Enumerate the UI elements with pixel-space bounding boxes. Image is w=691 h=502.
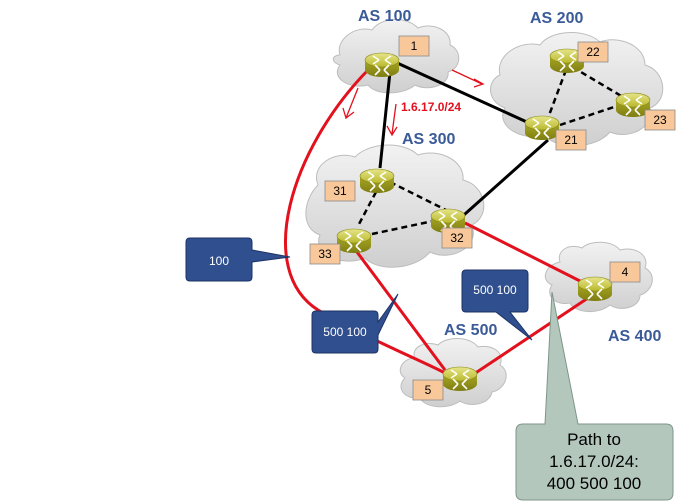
router-31-icon <box>359 168 395 194</box>
as500-label: AS 500 <box>444 322 497 339</box>
as-labels: AS 100 AS 200 AS 300 AS 400 AS 500 <box>358 8 661 345</box>
router-1-label: 1 <box>411 39 418 53</box>
path-line-1: Path to <box>567 430 621 449</box>
link-21-23 <box>559 103 621 127</box>
link-1-31 <box>378 71 392 169</box>
path-line-2: 1.6.17.0/24: <box>549 452 639 471</box>
link-4-5 <box>467 296 589 380</box>
path-callout: Path to 1.6.17.0/24: 400 500 100 <box>515 291 674 501</box>
cloud-as200 <box>490 32 664 147</box>
callout-500100-right-text: 500 100 <box>473 283 517 297</box>
route-arrows <box>342 69 485 137</box>
path-line-3: 400 500 100 <box>547 474 642 493</box>
link-31-32 <box>389 180 447 212</box>
link-1-5 <box>284 68 446 375</box>
callout-500100-left-text: 500 100 <box>323 325 367 339</box>
as100-label: AS 100 <box>358 8 411 25</box>
router-labels: 1 22 23 21 31 32 33 4 5 <box>309 35 676 401</box>
prefix-label: 1.6.17.0/24 <box>401 100 461 114</box>
arrow-right-icon <box>451 69 485 88</box>
arrow-down-icon <box>386 103 398 137</box>
router-21-icon <box>524 115 560 141</box>
router-5-label: 5 <box>425 383 432 397</box>
router-21-label: 21 <box>564 133 578 147</box>
router-23-label: 23 <box>653 113 667 127</box>
callout-100-text: 100 <box>209 254 229 268</box>
callout-100: 100 <box>185 237 291 282</box>
router-31-label: 31 <box>333 184 347 198</box>
link-33-5 <box>352 247 447 371</box>
callout-500100-right: 500 100 <box>461 269 533 341</box>
black-links <box>378 60 549 224</box>
router-4-icon <box>577 276 613 302</box>
as200-label: AS 200 <box>530 10 583 27</box>
link-21-32 <box>455 138 549 224</box>
router-32-label: 32 <box>450 231 464 245</box>
link-33-32 <box>371 218 439 236</box>
callout-500100-left: 500 100 <box>311 293 399 354</box>
as300-label: AS 300 <box>402 131 455 148</box>
router-1-icon <box>364 52 400 78</box>
router-33-icon <box>336 228 372 254</box>
router-33-label: 33 <box>318 247 332 261</box>
link-22-21 <box>546 69 568 119</box>
router-22-label: 22 <box>586 45 600 59</box>
red-links <box>284 68 589 380</box>
router-4-label: 4 <box>622 265 629 279</box>
arrow-down-left-icon <box>342 87 359 120</box>
link-1-21 <box>394 60 541 130</box>
as400-label: AS 400 <box>608 328 661 345</box>
link-31-33 <box>356 191 378 227</box>
link-32-4 <box>464 221 583 284</box>
router-5-icon <box>442 366 478 392</box>
